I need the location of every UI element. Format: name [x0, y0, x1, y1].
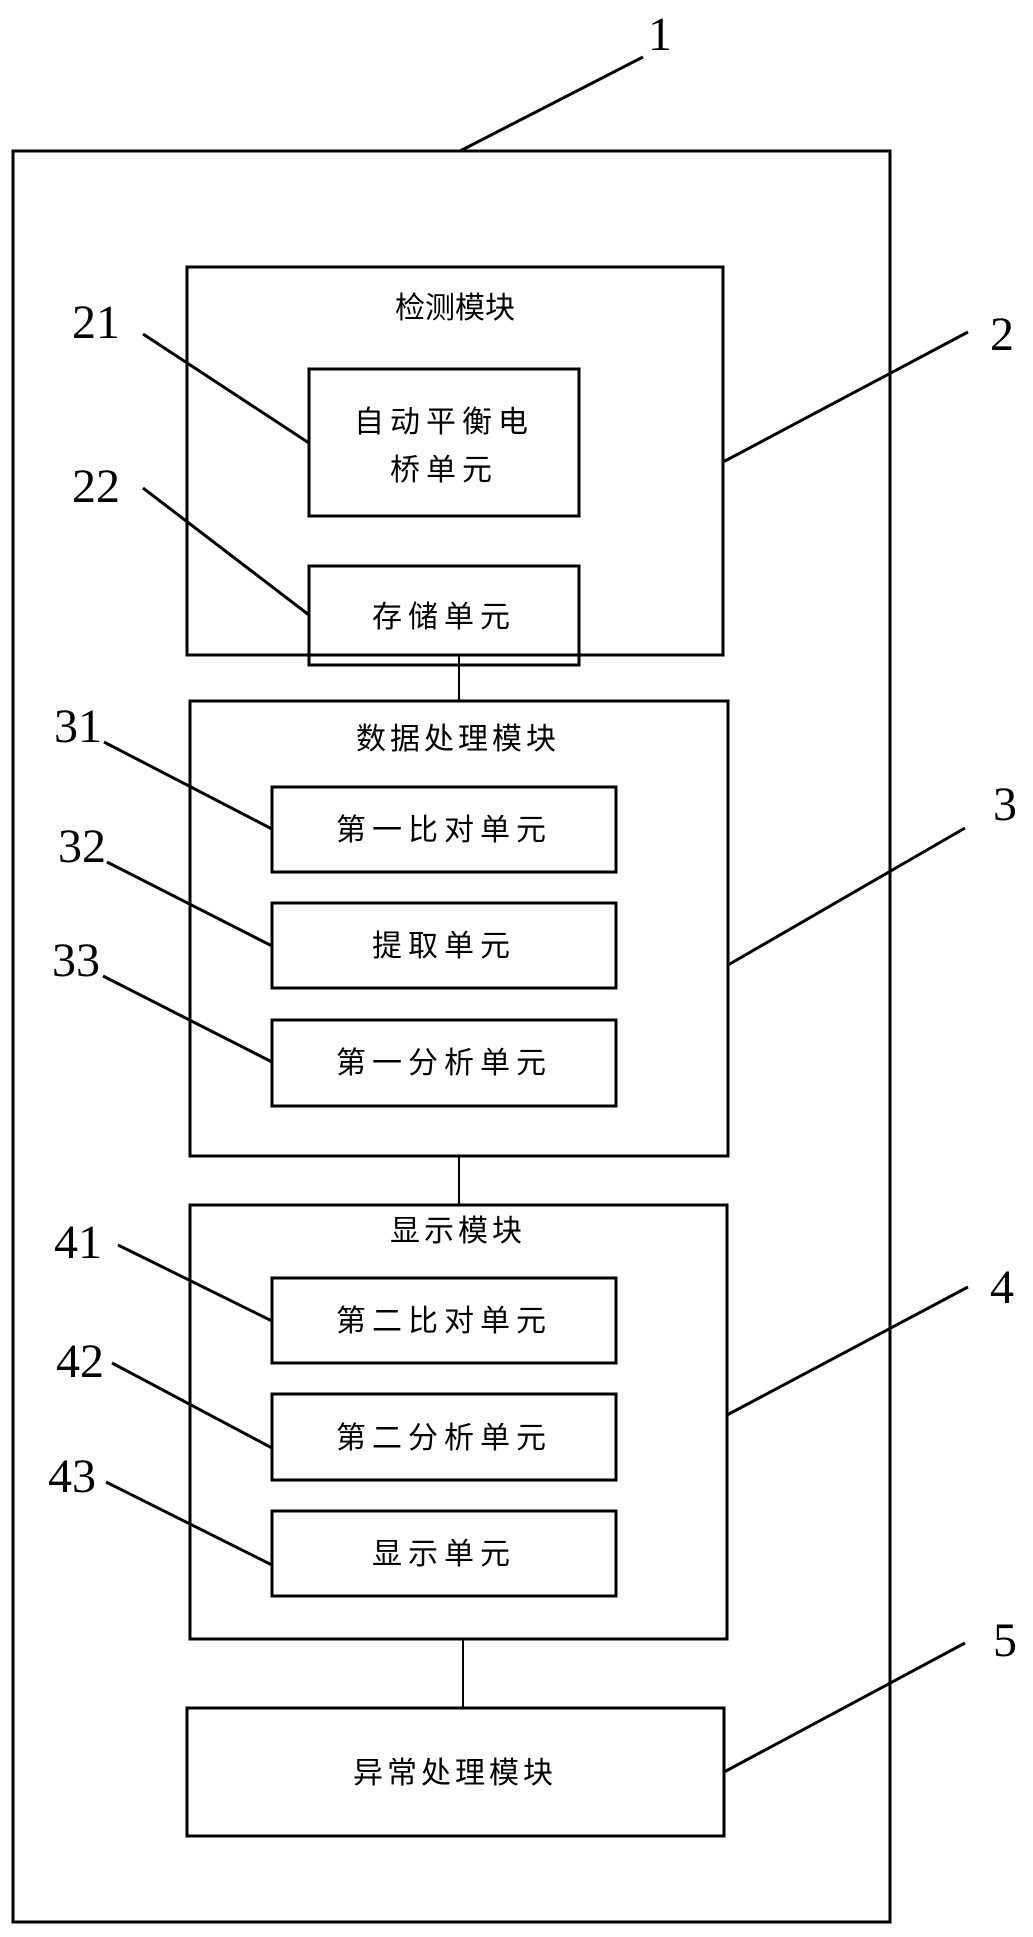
second-analysis-unit-label: 第二分析单元	[336, 1421, 552, 1456]
display-unit-box	[270, 1509, 618, 1598]
data-processing-module-title: 数据处理模块	[356, 722, 560, 757]
auto-balance-bridge-unit-label-line1: 自动平衡电	[354, 405, 534, 440]
leader-line-21	[142, 332, 310, 445]
leader-line-4	[726, 1285, 969, 1417]
display-unit-label: 显示单元	[372, 1537, 516, 1572]
first-comparison-unit-box	[270, 785, 618, 874]
leader-line-42	[111, 1361, 273, 1450]
second-comparison-unit-label: 第二比对单元	[336, 1304, 552, 1339]
ref-label-32: 32	[58, 820, 106, 873]
ref-label-2: 2	[990, 308, 1014, 361]
storage-unit-label: 存储单元	[372, 600, 516, 635]
extraction-unit-label: 提取单元	[372, 929, 516, 964]
ref-label-41: 41	[54, 1216, 102, 1269]
leader-line-33	[102, 974, 273, 1064]
first-comparison-unit-label: 第一比对单元	[336, 813, 552, 848]
ref-label-22: 22	[72, 460, 120, 513]
leader-line-1	[459, 55, 644, 153]
ref-label-21: 21	[72, 296, 120, 349]
ref-label-33: 33	[52, 934, 100, 987]
auto-balance-bridge-unit-label-line2: 桥单元	[390, 453, 498, 488]
ref-label-5: 5	[993, 1614, 1017, 1667]
second-analysis-unit-box	[270, 1392, 618, 1482]
display-module-title: 显示模块	[390, 1214, 526, 1249]
leader-line-3	[727, 826, 966, 967]
leader-line-22	[142, 486, 310, 617]
storage-unit-box	[307, 564, 581, 667]
system-box	[11, 149, 892, 1924]
leader-line-43	[105, 1480, 273, 1567]
leader-line-2	[722, 330, 969, 464]
ref-label-4: 4	[990, 1261, 1014, 1314]
leader-line-41	[117, 1243, 273, 1323]
exception-handling-module-title: 异常处理模块	[353, 1756, 557, 1791]
ref-label-3: 3	[993, 778, 1017, 831]
display-module-box	[188, 1203, 729, 1641]
leader-line-5	[723, 1641, 966, 1774]
auto-balance-bridge-unit-box	[307, 367, 581, 518]
ref-label-31: 31	[54, 700, 102, 753]
leader-line-32	[106, 860, 273, 948]
ref-label-1: 1	[648, 8, 672, 61]
leader-line-31	[103, 740, 273, 831]
ref-label-43: 43	[48, 1450, 96, 1503]
first-analysis-unit-box	[270, 1018, 618, 1108]
first-analysis-unit-label: 第一分析单元	[336, 1046, 552, 1081]
ref-label-42: 42	[56, 1335, 104, 1388]
detection-module-title: 检测模块	[395, 291, 515, 326]
